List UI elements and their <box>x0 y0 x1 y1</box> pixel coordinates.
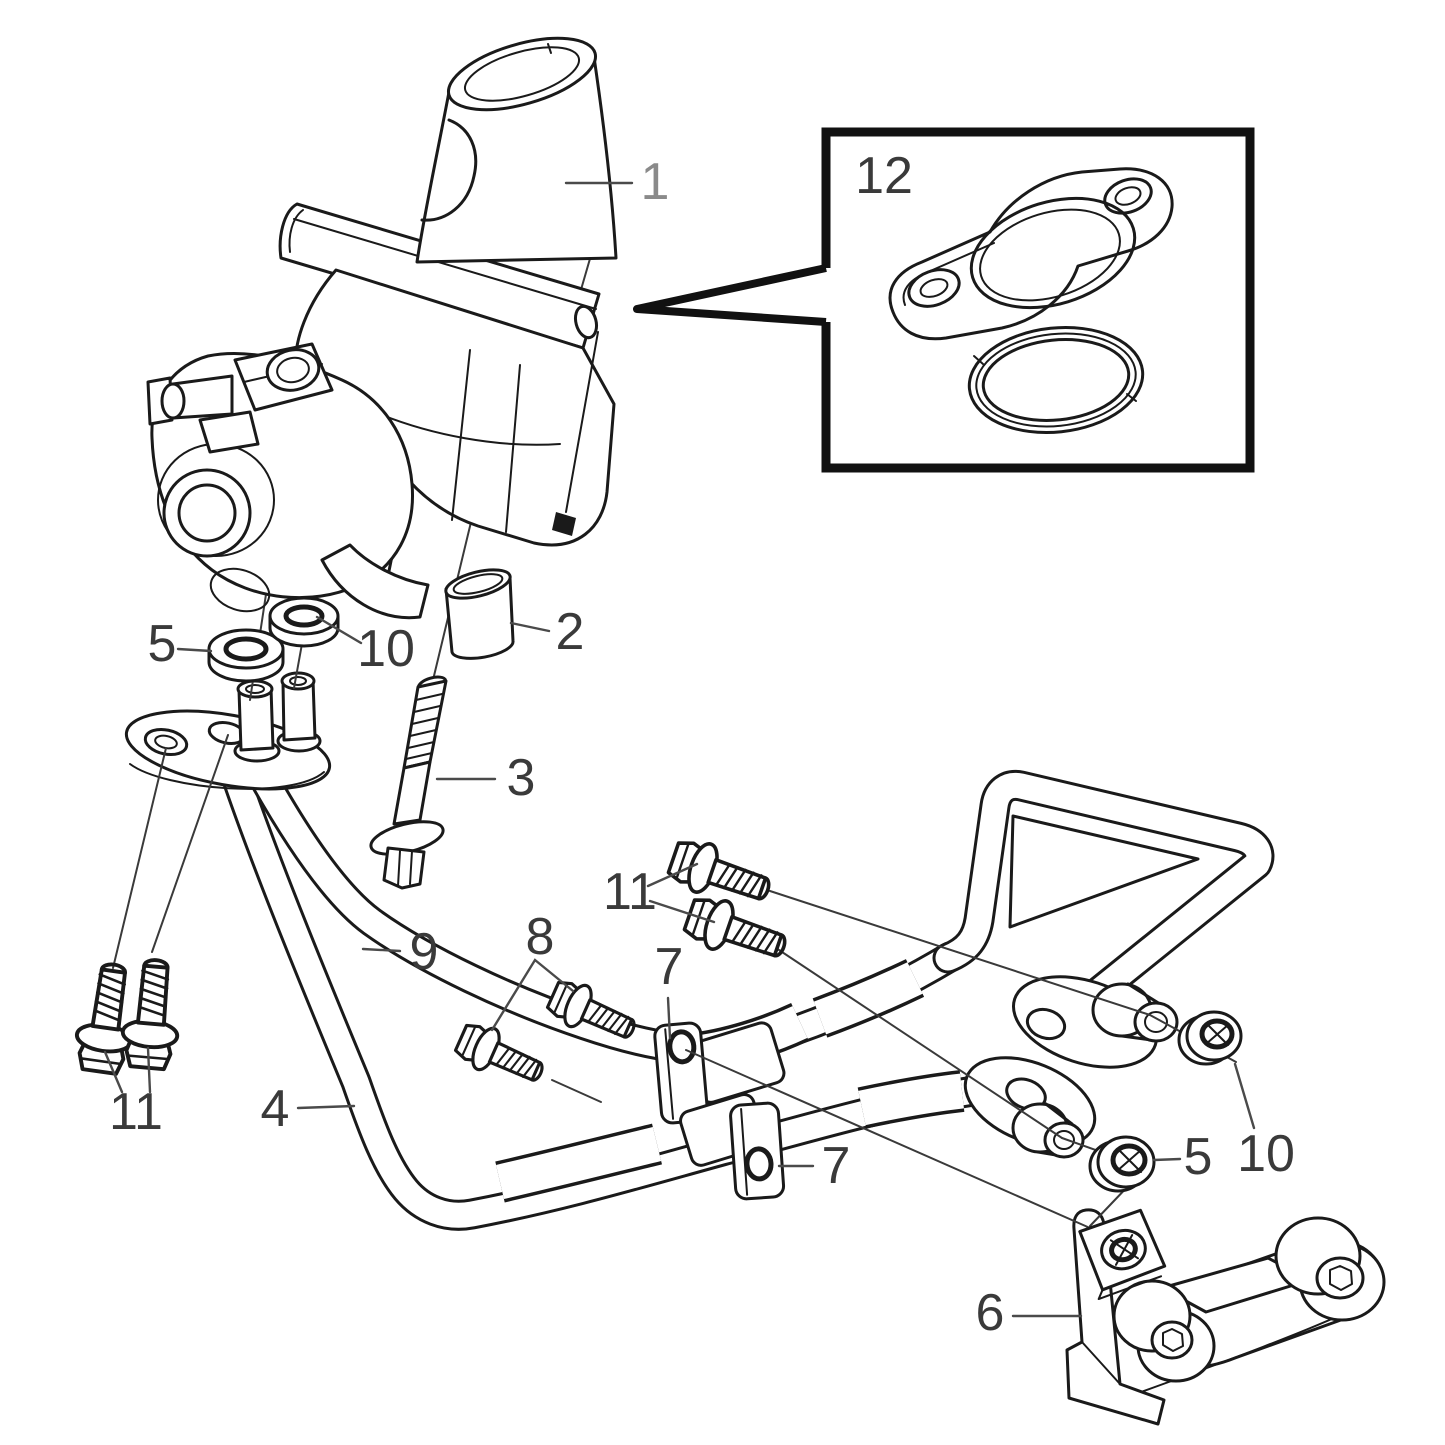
pipe-4-drawing <box>222 766 1028 1231</box>
bracket-arm <box>1112 1216 1386 1397</box>
twin-pipe-flange <box>124 671 332 791</box>
link-plate-upper <box>1011 975 1179 1069</box>
bolt-8-2 <box>450 1016 552 1096</box>
callout-9: 9 <box>410 923 439 981</box>
gasket-drawing <box>888 167 1174 341</box>
bracket-nut-block <box>1078 1208 1167 1301</box>
seal-ring-5-right <box>1088 1135 1156 1193</box>
callout-4: 4 <box>261 1080 290 1138</box>
valve-assembly-part-1 <box>146 36 618 620</box>
seal-ring-5-left <box>207 628 285 683</box>
callout-7-lower: 7 <box>822 1137 851 1195</box>
callout-labels: 1 12 2 10 5 3 9 8 11 7 7 4 11 5 10 6 <box>109 147 1295 1342</box>
callout-12: 12 <box>855 147 913 205</box>
callout-11-middle: 11 <box>603 863 657 921</box>
o-ring-drawing <box>967 325 1145 435</box>
callout-11-left: 11 <box>109 1083 163 1141</box>
leader-lines <box>103 181 1256 1318</box>
callout-5-right: 5 <box>1184 1128 1213 1186</box>
callout-2: 2 <box>556 603 585 661</box>
callout-1: 1 <box>641 153 670 211</box>
callout-7-upper: 7 <box>655 938 684 996</box>
bolt-11-middle-2 <box>679 889 794 973</box>
callout-8: 8 <box>526 908 555 966</box>
spacer-2-drawing <box>444 568 515 660</box>
pipe-clamp-lower <box>679 1093 786 1201</box>
inset-detail-box <box>633 127 1255 473</box>
callout-10-right: 10 <box>1237 1125 1295 1183</box>
bolt-3-drawing <box>369 675 448 890</box>
pipe-handle-loop <box>932 769 1275 1022</box>
link-plate-lower <box>963 1056 1097 1159</box>
seal-ring-10-left <box>268 596 340 648</box>
callout-5-left: 5 <box>148 615 177 673</box>
bolt-11-left-2 <box>117 955 186 1073</box>
callout-3: 3 <box>507 749 536 807</box>
callout-10-left: 10 <box>357 620 415 678</box>
callout-6: 6 <box>976 1284 1005 1342</box>
seal-ring-10-right <box>1177 1010 1243 1066</box>
